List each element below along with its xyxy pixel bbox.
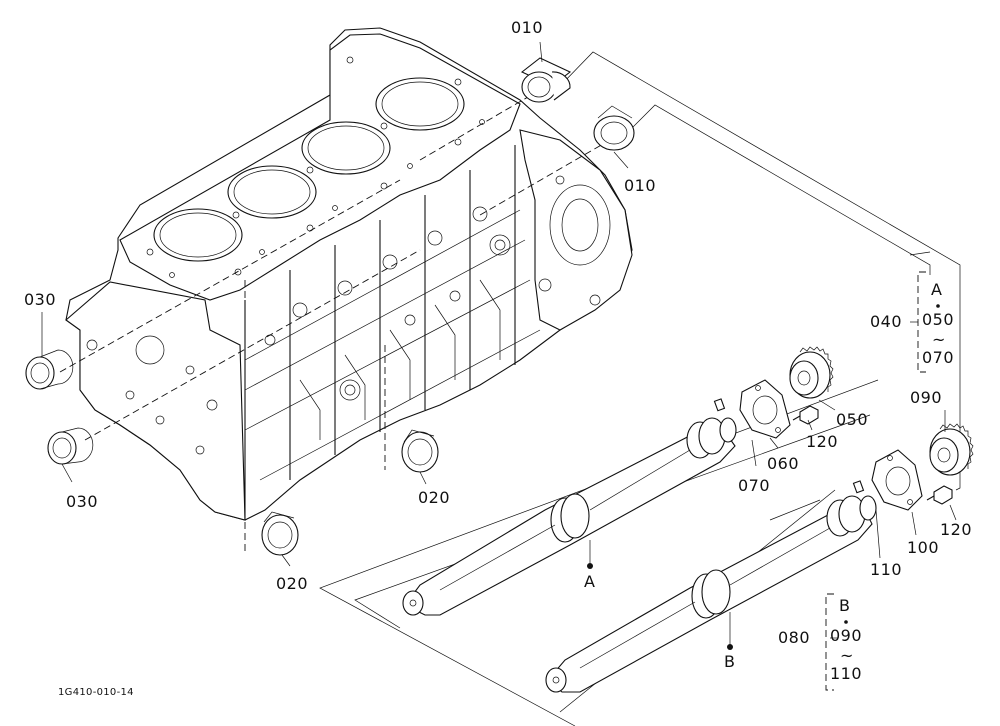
label-120-a: 120 (806, 432, 839, 451)
label-030-bot: 030 (66, 492, 99, 511)
group-b-end: 110 (830, 664, 863, 683)
label-090: 090 (910, 388, 943, 407)
marker-dot-a (587, 563, 593, 569)
label-020-bot: 020 (276, 574, 309, 593)
label-040: 040 (870, 312, 903, 331)
group-b-tilde: ~ (840, 646, 854, 665)
group-b-dot (844, 620, 848, 624)
bearing-010-mid (593, 105, 635, 151)
label-030-top: 030 (24, 290, 57, 309)
label-110: 110 (870, 560, 903, 579)
label-010-top: 010 (511, 18, 544, 37)
balancer-shaft-b (545, 495, 877, 693)
marker-dot-b (727, 644, 733, 650)
label-080: 080 (778, 628, 811, 647)
bearing-030-top (25, 349, 74, 390)
group-a-start: 050 (922, 310, 955, 329)
bearing-020-mid (401, 429, 439, 473)
balancer-shaft-a (402, 417, 737, 616)
shaft-b-label: B (724, 652, 736, 671)
group-a-letter: A (931, 280, 943, 299)
bearing-030-bot (47, 427, 94, 465)
drawing-id: 1G410-010-14 (58, 687, 134, 698)
gear-090 (929, 423, 974, 476)
bearing-010-top (520, 57, 572, 103)
shaft-a-key (713, 398, 726, 412)
group-b-start: 090 (830, 626, 863, 645)
group-b-letter: B (839, 596, 851, 615)
shaft-b-key (852, 480, 865, 494)
group-a-dot (936, 304, 940, 308)
group-bracket-a (917, 271, 926, 373)
label-120-b: 120 (940, 520, 973, 539)
label-010-mid: 010 (624, 176, 657, 195)
callout-leaders (41, 41, 957, 645)
shaft-a-label: A (584, 572, 596, 591)
label-050: 050 (836, 410, 869, 429)
label-070: 070 (738, 476, 771, 495)
label-060: 060 (767, 454, 800, 473)
plate-100 (871, 449, 923, 511)
bearing-020-bot (261, 511, 299, 556)
group-a-tilde: ~ (932, 330, 946, 349)
label-020-mid: 020 (418, 488, 451, 507)
cylinder-block (59, 27, 633, 555)
gear-050 (789, 346, 834, 399)
group-a-end: 070 (922, 348, 955, 367)
bolt-120-b (926, 485, 953, 505)
label-100: 100 (907, 538, 940, 557)
bolt-120-a (792, 405, 819, 425)
plate-060 (739, 379, 791, 439)
group-bracket-b (825, 593, 834, 691)
